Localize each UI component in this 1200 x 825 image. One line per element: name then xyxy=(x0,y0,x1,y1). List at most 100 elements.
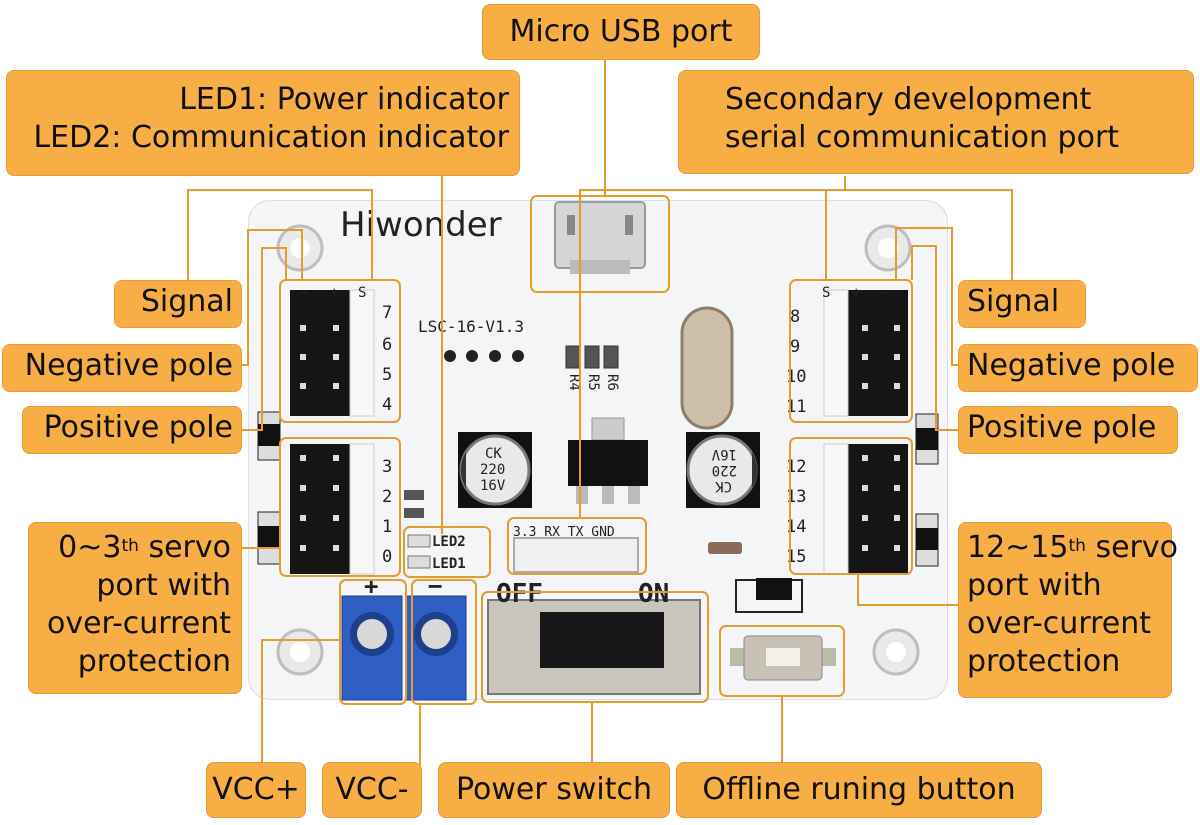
label-micro-usb-port-text: Micro USB port xyxy=(509,14,733,49)
label-micro-usb-port: Micro USB port xyxy=(482,4,760,60)
resistor-label-r6: R6 xyxy=(604,374,620,391)
pin-mark-right-negative: − xyxy=(880,285,888,301)
port-number-15: 15 xyxy=(786,547,806,567)
capacitor-left-text-1: CK xyxy=(485,446,502,462)
port-number-5: 5 xyxy=(382,365,392,385)
serial-pin-labels: 3.3 RX TX GND xyxy=(513,525,615,540)
pin-mark-right-positive: + xyxy=(852,285,860,301)
label-servo-right-word: servo xyxy=(1085,530,1179,565)
voltage-regulator xyxy=(568,417,648,504)
label-power-switch: Power switch xyxy=(438,762,670,818)
capacitor-right-text-1: CK xyxy=(715,478,732,494)
fuse-right-bottom xyxy=(915,513,939,567)
label-led-indicators: LED1: Power indicator LED2: Communicatio… xyxy=(6,70,520,176)
highlight-frames xyxy=(279,195,913,705)
port-number-0: 0 xyxy=(382,547,392,567)
port-number-3: 3 xyxy=(382,457,392,477)
port-number-14: 14 xyxy=(786,517,806,537)
label-negative-pole-left-text: Negative pole xyxy=(24,348,233,383)
label-servo-left-line-3: over-current xyxy=(46,606,231,641)
pin-mark-left-positive: + xyxy=(330,285,338,301)
mounting-hole-top-left xyxy=(276,224,324,272)
label-serial-port: Secondary development serial communicati… xyxy=(678,70,1194,174)
label-servo-ports-0-3: 0~3th servo port with over-current prote… xyxy=(28,522,242,694)
label-led2-text: LED2: Communication indicator xyxy=(33,120,509,155)
label-led1-text: LED1: Power indicator xyxy=(179,82,509,117)
mounting-hole-bottom-right xyxy=(872,628,920,676)
servo-header-right-top xyxy=(823,289,908,417)
capacitor-right-text-3: 16V xyxy=(711,446,737,462)
servo-header-left-top xyxy=(290,289,375,417)
indicator-pads xyxy=(444,350,524,362)
port-number-12: 12 xyxy=(786,457,806,477)
label-servo-right-line-2: port with xyxy=(967,568,1102,603)
label-servo-right-sup: th xyxy=(1068,536,1086,556)
label-negative-pole-left: Negative pole xyxy=(2,344,242,392)
label-servo-right-range: 12~15 xyxy=(967,530,1069,565)
mounting-hole-top-right xyxy=(864,224,912,272)
mounting-hole-bottom-left xyxy=(276,628,324,676)
fuse-right-top xyxy=(915,413,939,465)
crystal-oscillator xyxy=(680,306,734,430)
label-power-switch-text: Power switch xyxy=(455,772,652,807)
led2-label: LED2 xyxy=(432,534,466,550)
label-signal-left: Signal xyxy=(114,280,242,328)
terminal-vcc-plus xyxy=(341,595,403,701)
switch-off-label: OFF xyxy=(496,579,543,609)
label-servo-left-line-4: protection xyxy=(77,644,231,679)
capacitor-right-text-2: 220 xyxy=(712,462,737,478)
header-pins xyxy=(300,325,900,551)
port-number-8: 8 xyxy=(790,307,800,327)
switch-on-label: ON xyxy=(638,579,669,609)
label-negative-pole-right: Negative pole xyxy=(958,344,1198,392)
board-model: LSC-16-V1.3 xyxy=(418,317,524,336)
port-number-7: 7 xyxy=(382,303,392,323)
fuse-left-top xyxy=(257,411,281,461)
port-number-13: 13 xyxy=(786,487,806,507)
label-signal-right: Signal xyxy=(958,280,1086,328)
terminal-vcc-minus xyxy=(405,595,467,701)
label-servo-right-line-4: protection xyxy=(967,644,1121,679)
label-servo-right-line-3: over-current xyxy=(967,606,1152,641)
resistor-label-r4: R4 xyxy=(566,374,582,391)
leader-lines xyxy=(187,60,1013,768)
power-switch[interactable] xyxy=(487,599,701,695)
led1-label: LED1 xyxy=(432,556,466,572)
label-positive-pole-right: Positive pole xyxy=(958,406,1178,454)
smd-resistor xyxy=(708,542,742,554)
serial-connector xyxy=(513,537,639,573)
label-vcc-plus: VCC+ xyxy=(206,762,306,818)
port-number-1: 1 xyxy=(382,517,392,537)
port-number-10: 10 xyxy=(786,367,806,387)
label-positive-pole-left-text: Positive pole xyxy=(43,410,233,445)
micro-usb-connector xyxy=(554,201,646,274)
servo-header-left-bottom xyxy=(290,443,375,575)
fuse-chip-bottom xyxy=(735,578,803,613)
resistor-label-r5: R5 xyxy=(585,374,601,391)
label-positive-pole-right-text: Positive pole xyxy=(967,410,1157,445)
pin-mark-left-negative: − xyxy=(300,285,308,301)
capacitor-left-text-2: 220 xyxy=(480,462,505,478)
label-vcc-minus: VCC- xyxy=(322,762,422,818)
brand-logo: Hiwonder xyxy=(340,205,502,245)
label-vcc-plus-text: VCC+ xyxy=(212,772,300,807)
label-servo-left-sup: th xyxy=(121,536,139,556)
label-serial-line-1: Secondary development xyxy=(725,82,1092,117)
label-offline-button-text: Offline runing button xyxy=(702,772,1016,807)
label-servo-left-word: servo xyxy=(138,530,231,565)
port-number-4: 4 xyxy=(382,395,392,415)
led-indicators xyxy=(404,490,431,569)
label-servo-left-line-2: port with xyxy=(96,568,231,603)
port-number-9: 9 xyxy=(790,337,800,357)
resistors xyxy=(565,345,619,369)
offline-run-button[interactable] xyxy=(730,635,836,681)
pin-mark-left-signal: S xyxy=(358,285,366,301)
label-signal-right-text: Signal xyxy=(967,284,1060,319)
label-signal-left-text: Signal xyxy=(140,284,233,319)
capacitor-right xyxy=(686,432,760,508)
label-offline-button: Offline runing button xyxy=(676,762,1042,818)
port-number-6: 6 xyxy=(382,335,392,355)
label-serial-line-2: serial communication port xyxy=(725,120,1120,155)
port-number-11: 11 xyxy=(786,397,806,417)
